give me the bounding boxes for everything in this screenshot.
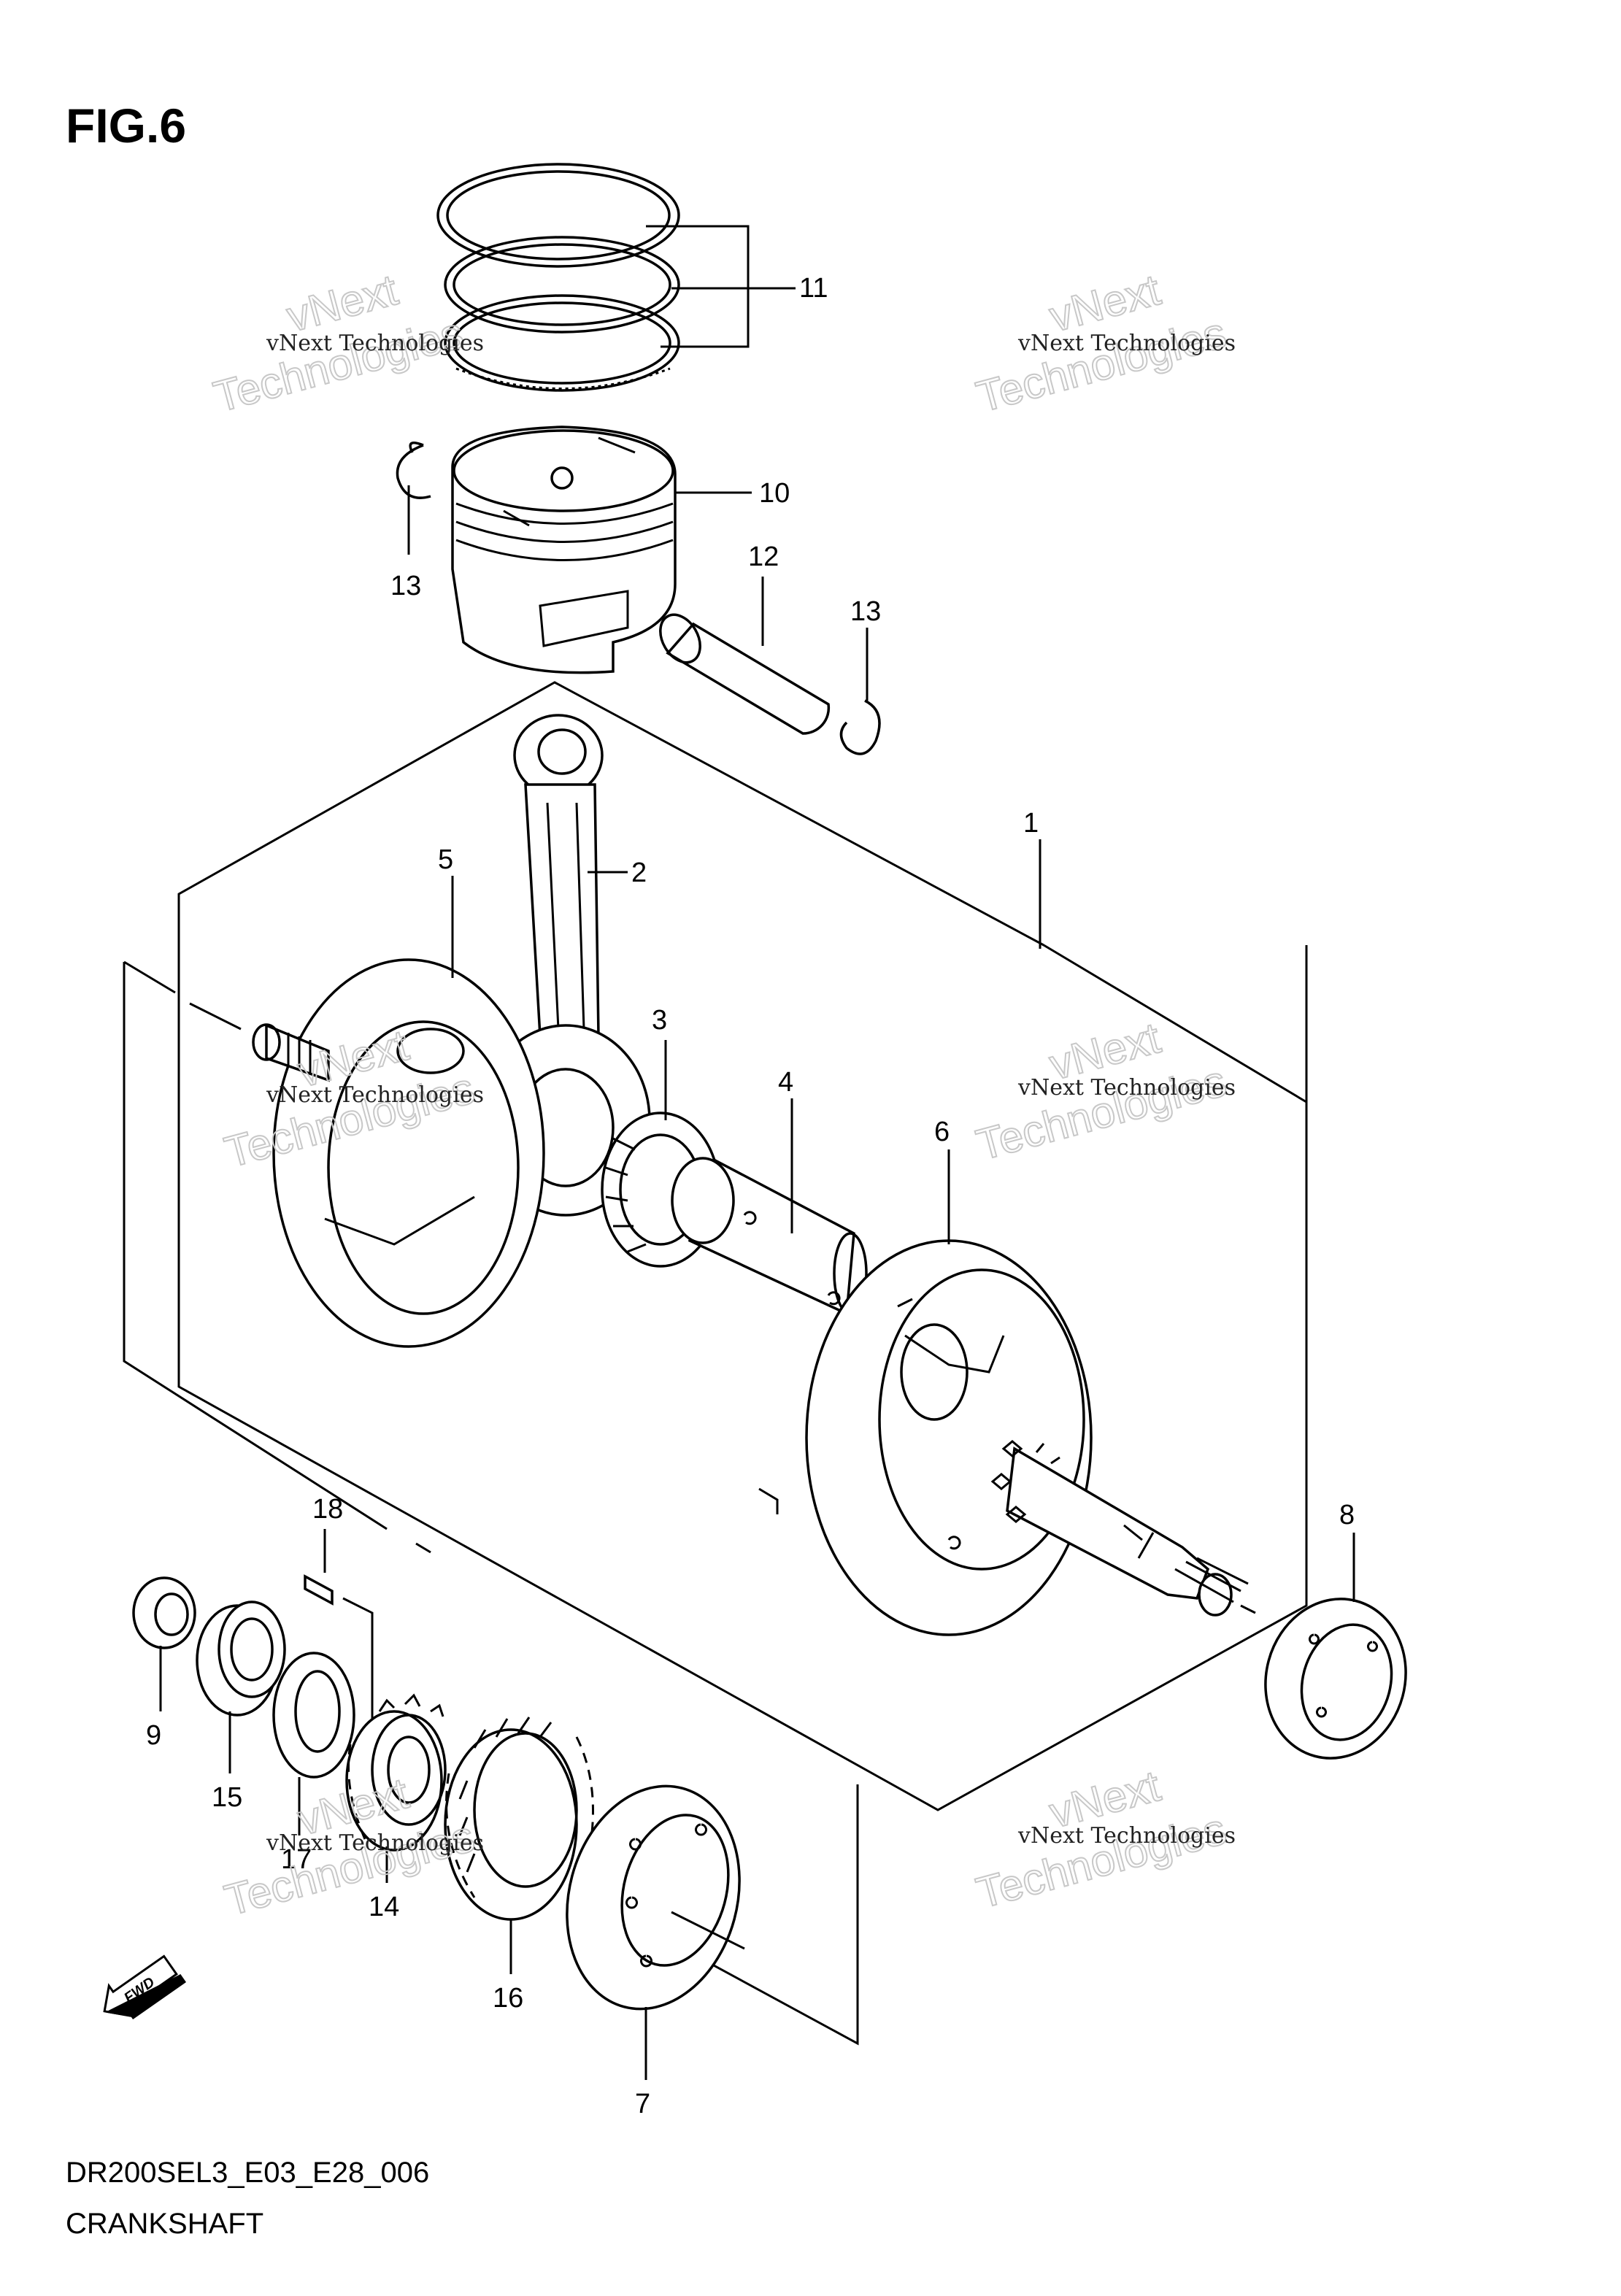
callout-1: 1 bbox=[1023, 808, 1039, 839]
circlip-left bbox=[396, 441, 431, 499]
callout-13-left: 13 bbox=[390, 571, 421, 601]
callout-9: 9 bbox=[146, 1720, 161, 1751]
leader-11 bbox=[646, 225, 796, 348]
callout-11: 11 bbox=[799, 273, 828, 304]
watermark-bottom-left: Technologies vNext vNext Technologies bbox=[219, 1768, 484, 1925]
assembly-outline bbox=[177, 681, 1308, 1811]
gear-small bbox=[345, 1693, 447, 1852]
callout-7: 7 bbox=[635, 2089, 650, 2119]
callout-13-right: 13 bbox=[850, 596, 881, 627]
callout-5: 5 bbox=[438, 844, 453, 875]
svg-text:vNext Technologies: vNext Technologies bbox=[1017, 1823, 1236, 1849]
key-guide bbox=[342, 1597, 374, 1737]
crank-web-left bbox=[252, 958, 545, 1348]
key bbox=[304, 1574, 334, 1606]
figure-label: FIG.6 bbox=[66, 99, 186, 153]
washer bbox=[272, 1652, 355, 1779]
callout-8: 8 bbox=[1339, 1500, 1355, 1530]
svg-text:vNext Technologies: vNext Technologies bbox=[1017, 331, 1236, 356]
crank-web-right bbox=[758, 1239, 1249, 1636]
callout-2: 2 bbox=[631, 858, 647, 888]
svg-text:vNext Technologies: vNext Technologies bbox=[266, 331, 484, 356]
callout-17: 17 bbox=[281, 1844, 312, 1875]
callout-15: 16 bbox=[493, 1983, 523, 2014]
watermark-bottom-right: Technologies vNext vNext Technologies bbox=[971, 1760, 1236, 1918]
svg-text:vNext Technologies: vNext Technologies bbox=[1017, 1075, 1236, 1101]
callout-10: 10 bbox=[759, 478, 790, 509]
callout-12: 12 bbox=[748, 542, 779, 572]
callout-4: 4 bbox=[778, 1067, 793, 1098]
axis-right bbox=[1240, 1604, 1256, 1614]
svg-text:vNext Technologies: vNext Technologies bbox=[266, 1830, 484, 1856]
axis-left bbox=[189, 1002, 242, 1030]
piston bbox=[451, 425, 677, 674]
piston-rings bbox=[436, 163, 680, 392]
bearing-right bbox=[1264, 1598, 1407, 1760]
lower-group-outline bbox=[123, 960, 859, 2046]
callout-3: 3 bbox=[652, 1005, 667, 1036]
circlip-right bbox=[839, 699, 881, 755]
piston-pin bbox=[659, 613, 831, 735]
callout-6: 6 bbox=[934, 1117, 950, 1147]
callout-16: 15 bbox=[212, 1782, 242, 1813]
model-code: DR200SEL3_E03_E28_006 bbox=[66, 2157, 429, 2189]
oil-seal bbox=[132, 1576, 196, 1649]
watermark-top-right: Technologies vNext vNext Technologies bbox=[971, 264, 1236, 422]
svg-text:vNext Technologies: vNext Technologies bbox=[266, 1082, 484, 1108]
crank-pin bbox=[671, 1157, 868, 1316]
spacer bbox=[196, 1600, 286, 1717]
watermark-top-left: Technologies vNext vNext Technologies bbox=[208, 264, 484, 422]
fwd-arrow-icon: FWD bbox=[103, 1954, 186, 2019]
callout-14: 14 bbox=[369, 1892, 399, 1922]
callout-18: 18 bbox=[312, 1494, 343, 1525]
bearing-left bbox=[566, 1784, 745, 2011]
section-title: CRANKSHAFT bbox=[66, 2208, 263, 2240]
